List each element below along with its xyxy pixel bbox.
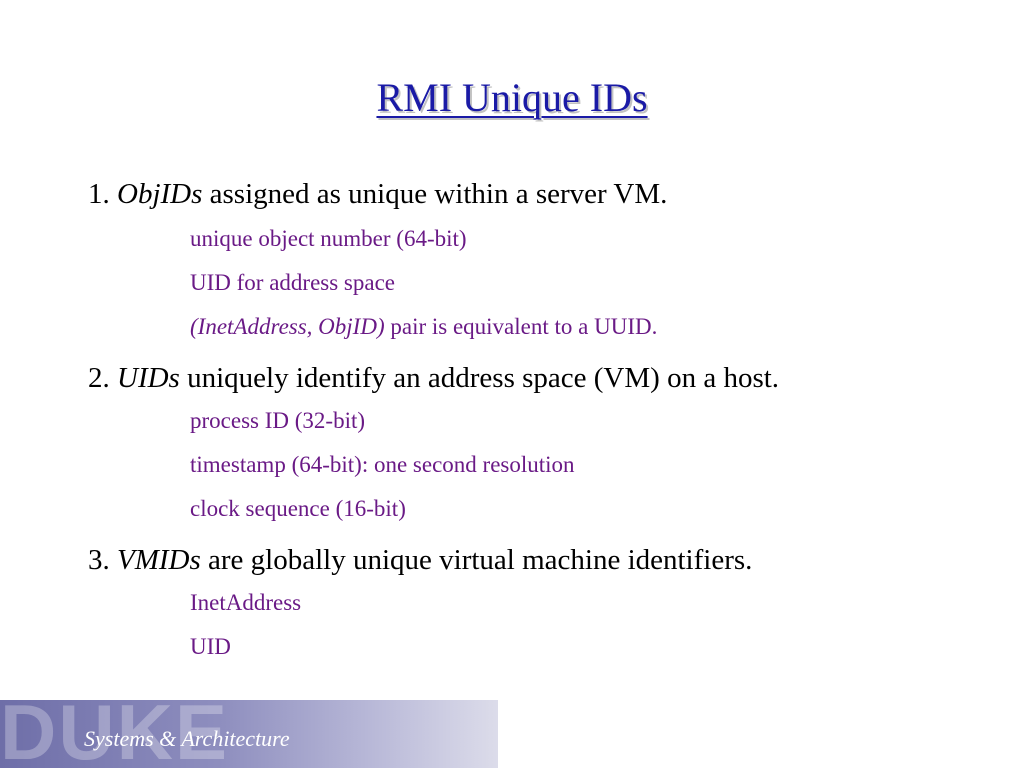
sub-point-text: InetAddress	[190, 590, 302, 615]
main-point-text: assigned as unique within a server VM.	[209, 178, 668, 210]
main-point-2: 2. UIDs uniquely identify an address spa…	[88, 360, 779, 396]
sub-point-text: clock sequence (16-bit)	[190, 496, 406, 521]
slide-title: RMI Unique IDs	[376, 75, 648, 120]
sub-point-text: timestamp (64-bit): one second resolutio…	[190, 452, 575, 477]
sub-point: UID for address space	[190, 268, 395, 298]
main-point-term: ObjIDs	[117, 178, 203, 210]
main-point-text: uniquely identify an address space (VM) …	[187, 362, 780, 394]
sub-point: UID	[190, 632, 231, 662]
main-point-term: VMIDs	[117, 544, 201, 576]
main-point-text: are globally unique virtual machine iden…	[208, 544, 753, 576]
sub-point: (InetAddress, ObjID) pair is equivalent …	[190, 312, 657, 342]
sub-point-text: UID	[190, 634, 231, 659]
sub-point: unique object number (64-bit)	[190, 224, 467, 254]
sub-point-emphasis: (InetAddress, ObjID)	[190, 314, 385, 339]
sub-point: process ID (32-bit)	[190, 406, 365, 436]
main-point-3: 3. VMIDs are globally unique virtual mac…	[88, 542, 752, 578]
sub-point: clock sequence (16-bit)	[190, 494, 406, 524]
duke-logo: DUKE	[0, 688, 230, 776]
sub-point: timestamp (64-bit): one second resolutio…	[190, 450, 575, 480]
main-point-1: 1. ObjIDs assigned as unique within a se…	[88, 176, 667, 212]
sub-point-text: pair is equivalent to a UUID.	[390, 314, 658, 339]
main-point-number: 1.	[88, 178, 110, 210]
sub-point-text: unique object number (64-bit)	[190, 226, 467, 251]
main-point-number: 3.	[88, 544, 110, 576]
main-point-term: UIDs	[117, 362, 180, 394]
footer-band	[0, 700, 498, 768]
sub-point: InetAddress	[190, 588, 301, 618]
footer-text: Systems & Architecture	[84, 726, 290, 751]
sub-point-text: UID for address space	[190, 270, 396, 295]
sub-point-text: process ID (32-bit)	[190, 408, 366, 433]
main-point-number: 2.	[88, 362, 110, 394]
